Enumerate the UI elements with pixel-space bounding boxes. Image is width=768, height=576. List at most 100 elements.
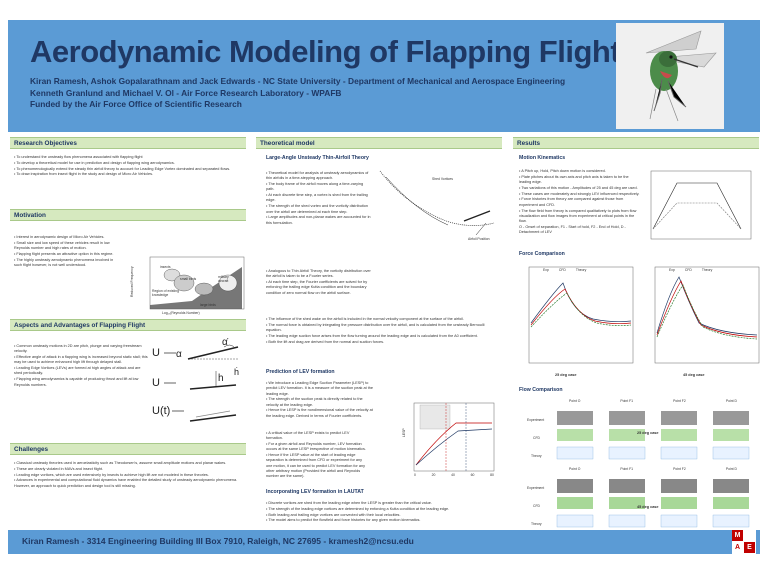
challenges-bullet: • Advances in experimental and computati… (14, 478, 238, 488)
flow-row-label: Experiment (527, 486, 545, 490)
section-heading-results: Results (513, 137, 759, 149)
motivation-list: • Interest in aerodynamic design of Micr… (14, 235, 114, 269)
flow-column-header: Point F2 (673, 467, 686, 471)
theory-bullet: • The normal force is obtained by integr… (266, 322, 485, 333)
flow-column-header: Point O (569, 399, 581, 403)
force-legend-item: Exp (669, 268, 675, 272)
challenges-bullet: • Classical unsteady theories used in ae… (14, 461, 227, 465)
flow-row-label: CFD (533, 504, 540, 508)
lesp-x-ticks: 0 20 40 60 80 (414, 473, 494, 477)
lesp-curve (415, 428, 493, 466)
header-banner: Aerodynamic Modeling of Flapping Flight … (8, 20, 760, 132)
theory-bullet: • We introduce a Leading Edge Suction Pa… (266, 381, 374, 396)
authors-line-ncsu: Kiran Ramesh, Ashok Gopalarathnam and Ja… (30, 76, 566, 86)
force-curve-exp (656, 276, 758, 336)
results-bullet: • A Pitch up, Hold, Pitch down motion is… (519, 169, 606, 173)
force-legend-item: Theory (575, 268, 587, 272)
force-plot-45 (654, 266, 760, 364)
flow-column-header: Point F1 (620, 467, 634, 471)
theory-bullet: • A critical value of the LESP exists to… (266, 431, 350, 441)
chart-region-label: insects (160, 265, 171, 269)
pitch-angle-label: α (176, 349, 182, 360)
force-legend-item: CFD (558, 268, 566, 272)
flow-caption-45: 45 deg case (637, 505, 659, 509)
chart-xlabel: Log₁₀(Reynolds Number) (162, 311, 200, 315)
flow-column-header: Point O (569, 467, 581, 471)
results-list-1: • A Pitch up, Hold, Pitch down motion is… (519, 169, 641, 236)
surging-airfoil (189, 414, 237, 422)
flow-column-header: Point F2 (673, 399, 686, 403)
flow-column-headers: Point O Point F1 Point F2 Point D (549, 399, 757, 403)
theory-bullet: • For a given airfoil and Reynolds numbe… (266, 442, 366, 452)
theory-bullet: • Analogous to Thin Airfoil Theory, the … (266, 269, 371, 279)
force-legend-item: Theory (701, 268, 713, 272)
force-curve-theory (656, 284, 758, 340)
logo-letter: A (732, 542, 743, 553)
lesp-axis-label: LESP (402, 428, 406, 437)
motivation-bullet: • Interest in aerodynamic design of Micr… (14, 235, 105, 239)
aspects-bullet: • Leading Edge Vortices (LEVs) are forme… (14, 366, 141, 376)
mae-logo: M A E (732, 530, 756, 554)
flow-column-header: Point F1 (620, 399, 634, 403)
challenges-list: • Classical unsteady theories used in ae… (14, 461, 242, 489)
footer-banner: Kiran Ramesh - 3314 Engineering Building… (8, 530, 760, 554)
flow-row-label: Experiment (527, 418, 545, 422)
pitch-freestream-label: U (152, 347, 160, 359)
subheading-force-comparison: Force Comparison (519, 251, 565, 257)
lesp-x-tick: 80 (490, 473, 494, 477)
logo-letter: M (732, 530, 743, 541)
theory-bullet: • Both leading and trailing edge vortice… (266, 512, 401, 517)
subheading-motion-kinematics: Motion Kinematics (519, 155, 566, 161)
flow-row-label: Theory (531, 454, 542, 458)
theory-bullet: • Large amplitudes and non-planar wakes … (266, 215, 371, 225)
results-bullet: • Force histories from theory are compar… (519, 197, 624, 207)
aspects-list: • Common unsteady motions in 2D are pitc… (14, 344, 148, 388)
motivation-bullet: • The highly unsteady aerodynamic phenom… (14, 257, 114, 267)
subheading-lev-lautat: Incorporating LEV formation in LAUTAT (266, 489, 364, 495)
aspects-bullet: • Effective angle of attack in a flappin… (14, 355, 148, 365)
plunge-height-label: h (218, 373, 224, 384)
aspects-bullet: • Flapping wing aerodynamics is capable … (14, 377, 139, 387)
force-legend-45: Exp CFD Theory (669, 268, 712, 272)
hummingbird-robot-icon (616, 23, 724, 129)
objectives-bullet: • To develop a theoretical model for use… (14, 160, 175, 165)
flow-images-25 (556, 411, 750, 460)
small-birds-region (173, 274, 195, 292)
chart-region-label: military aircraft (218, 275, 229, 283)
shed-vortices-diagram (379, 170, 495, 236)
theory-bullet: • The model aims to predict the flowfiel… (266, 518, 421, 523)
theory-bullet: • Hence if the LESP value at the start o… (266, 453, 365, 479)
flow-images-45 (556, 479, 750, 528)
reynolds-frequency-chart (149, 256, 245, 310)
challenges-bullet: • These are clearly violated in MAVs and… (14, 466, 103, 471)
section-heading-challenges: Challenges (10, 443, 246, 455)
airfoil-position-label: Airfoil Position (468, 237, 490, 241)
results-legend-line: O - Onset of separation, F1 - Start of h… (519, 224, 626, 235)
results-bullet: • Plate pitches about its own axis and p… (519, 174, 629, 185)
lesp-x-tick: 40 (451, 473, 455, 477)
theory-bullet: • The strength of the shed vortex and th… (266, 204, 368, 214)
pitching-airfoil (187, 346, 239, 360)
objectives-bullet: • To draw inspiration from insect flight… (14, 172, 154, 177)
theory-bullet: • Theoretical model for analysis of unst… (266, 171, 369, 181)
flow-caption-25: 25 deg case (637, 431, 659, 435)
lesp-inset-image (419, 404, 451, 430)
theory-list-2: • We introduce a Leading Edge Suction Pa… (266, 381, 374, 420)
chart-region-label: Region of existing knowledge (152, 289, 179, 297)
lesp-x-tick: 60 (470, 473, 475, 477)
varying-freestream-label: U(t) (152, 405, 171, 417)
motion-diagrams (164, 344, 239, 422)
force-caption-45: 45 deg case (683, 373, 705, 377)
subheading-laut: Large-Angle Unsteady Thin-Airfoil Theory (266, 155, 369, 161)
force-curve-theory (530, 292, 632, 328)
objectives-bullet: • To phenomenologically extend the stead… (14, 166, 231, 171)
existing-knowledge-region (150, 267, 242, 309)
theory-bullet: • The strength of the suction peak is di… (266, 397, 363, 407)
plunging-airfoil (189, 384, 237, 390)
challenges-bullet: • Leading edge vortices, which are used … (14, 472, 209, 477)
force-legend-item: Exp (543, 268, 549, 272)
theory-list-1b-a: • Analogous to Thin Airfoil Theory, the … (266, 269, 376, 296)
logo-cell (744, 530, 755, 541)
theory-bullet: • Both the lift and drag are derived fro… (266, 339, 385, 344)
